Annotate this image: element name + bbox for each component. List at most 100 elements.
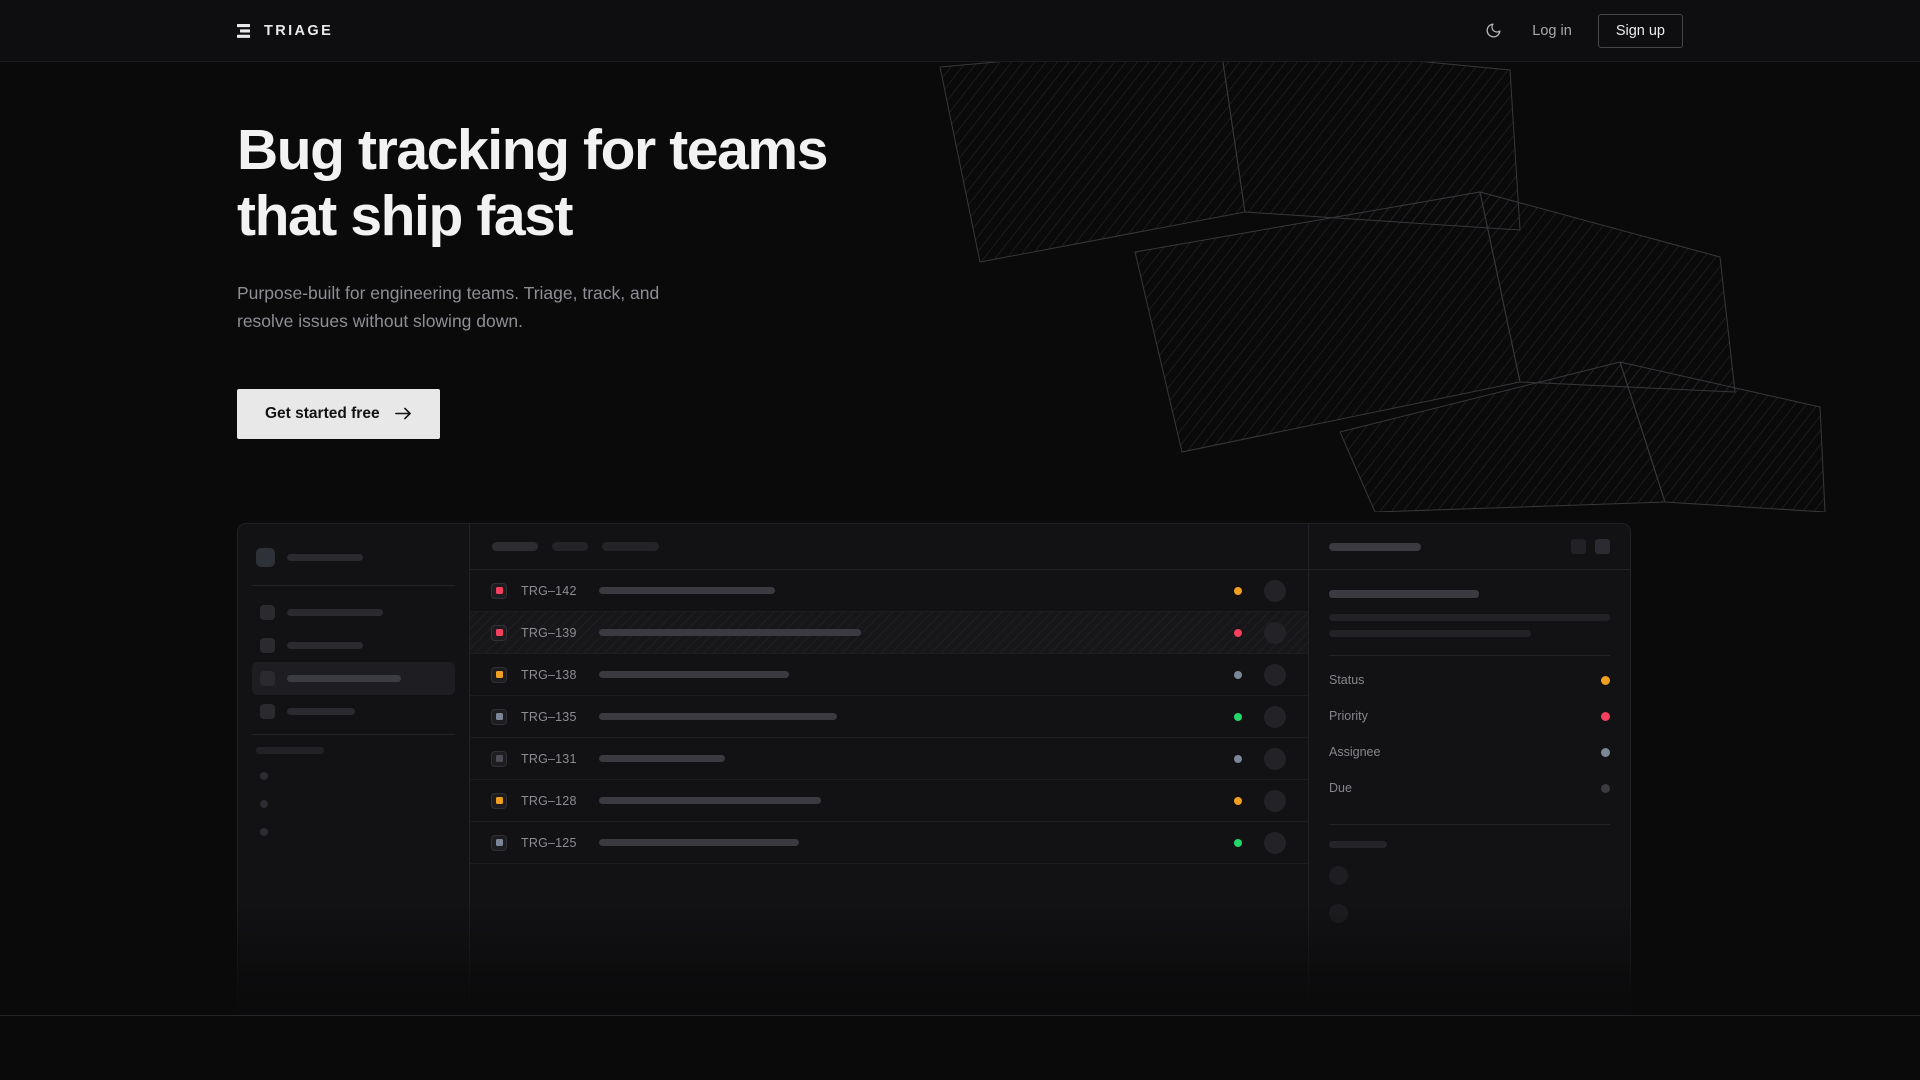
hero-heading-line-2: that ship fast (237, 183, 573, 248)
issue-title-placeholder (599, 713, 837, 720)
detail-description-line (1329, 630, 1532, 637)
priority-indicator (495, 755, 503, 762)
hero-section: Bug tracking for teams that ship fast Pu… (237, 118, 828, 439)
sidebar-item-icon (260, 638, 275, 653)
priority-indicator (495, 839, 503, 846)
get-started-button[interactable]: Get started free (237, 388, 440, 439)
section-divider (0, 1015, 1920, 1016)
issue-row[interactable]: TRG–139 (470, 612, 1308, 654)
detail-field-value-dot (1601, 747, 1610, 757)
issue-title-placeholder (599, 755, 725, 762)
workspace-avatar (256, 548, 275, 567)
signup-button[interactable]: Sign up (1597, 13, 1683, 48)
theme-toggle-button[interactable] (1480, 18, 1506, 44)
issue-row[interactable]: TRG–138 (470, 654, 1308, 696)
priority-chip[interactable] (491, 708, 507, 725)
assignee-avatar[interactable] (1264, 747, 1286, 770)
toolbar-filter-placeholder[interactable] (492, 542, 538, 551)
assignee-avatar[interactable] (1264, 831, 1286, 854)
sidebar-item-icon (260, 605, 275, 620)
detail-action-button[interactable] (1571, 539, 1586, 554)
issue-row[interactable]: TRG–131 (470, 738, 1308, 780)
issue-id: TRG–138 (521, 667, 577, 682)
sidebar-mini-dot-icon (260, 800, 268, 808)
issue-title-placeholder (599, 839, 799, 846)
issue-row[interactable]: TRG–125 (470, 822, 1308, 864)
detail-field-value-dot (1601, 711, 1610, 721)
priority-chip[interactable] (491, 834, 507, 851)
status-dot (1234, 586, 1242, 595)
priority-indicator (495, 713, 503, 720)
detail-activity-section (1329, 831, 1610, 923)
cta-label: Get started free (265, 404, 380, 422)
assignee-avatar[interactable] (1264, 621, 1286, 644)
priority-indicator (495, 671, 503, 678)
status-dot (1234, 838, 1242, 847)
sidebar-item-icon (260, 704, 275, 719)
priority-chip[interactable] (491, 792, 507, 809)
priority-chip[interactable] (491, 750, 507, 767)
issue-row[interactable]: TRG–128 (470, 780, 1308, 822)
sidebar-mini-item[interactable] (252, 790, 455, 818)
detail-issue-title-placeholder (1329, 590, 1479, 598)
sidebar-item[interactable] (252, 629, 455, 662)
detail-divider (1329, 824, 1610, 825)
detail-field-status[interactable]: Status (1329, 662, 1610, 698)
detail-field-label: Due (1329, 781, 1352, 795)
assignee-avatar[interactable] (1264, 663, 1286, 686)
toolbar-filter-placeholder[interactable] (602, 542, 659, 551)
status-dot (1234, 754, 1242, 763)
brand-logo[interactable]: TRIAGE (237, 23, 333, 39)
workspace-switcher[interactable] (252, 538, 455, 579)
sidebar-divider (252, 585, 455, 586)
sidebar-divider (252, 734, 455, 735)
sidebar-item-active[interactable] (252, 662, 455, 695)
detail-header-actions (1571, 539, 1610, 554)
issue-id: TRG–135 (521, 709, 577, 724)
priority-chip[interactable] (491, 582, 507, 599)
detail-field-label: Status (1329, 673, 1365, 687)
sidebar-mini-dot-icon (260, 828, 268, 836)
issue-title-placeholder (599, 587, 775, 594)
priority-indicator (495, 797, 503, 804)
issue-row[interactable]: TRG–142 (470, 570, 1308, 612)
sidebar-item[interactable] (252, 596, 455, 629)
login-link[interactable]: Log in (1532, 22, 1572, 39)
issue-title-placeholder (599, 797, 821, 804)
detail-field-label: Assignee (1329, 745, 1381, 759)
priority-chip[interactable] (491, 624, 507, 641)
detail-field-due[interactable]: Due (1329, 770, 1610, 806)
sidebar-item-label-placeholder (287, 675, 401, 682)
sidebar-mini-item[interactable] (252, 762, 455, 790)
activity-avatar (1329, 866, 1348, 885)
sidebar-mini-item[interactable] (252, 818, 455, 846)
status-dot (1234, 670, 1242, 679)
detail-field-value-dot (1601, 783, 1610, 793)
toolbar-filter-placeholder[interactable] (552, 542, 588, 551)
detail-action-button[interactable] (1595, 539, 1610, 554)
issue-id: TRG–125 (521, 835, 577, 850)
sidebar-item[interactable] (252, 695, 455, 728)
sidebar-section-label-placeholder (256, 747, 324, 754)
priority-chip[interactable] (491, 666, 507, 683)
detail-field-priority[interactable]: Priority (1329, 698, 1610, 734)
assignee-avatar[interactable] (1264, 789, 1286, 812)
sidebar-item-icon (260, 671, 275, 686)
hero-subtitle: Purpose-built for engineering teams. Tri… (237, 283, 660, 332)
detail-description-line (1329, 614, 1610, 621)
assignee-avatar[interactable] (1264, 579, 1286, 602)
sidebar-item-label-placeholder (287, 642, 363, 649)
moon-icon (1486, 23, 1501, 38)
assignee-avatar[interactable] (1264, 705, 1286, 728)
detail-field-assignee[interactable]: Assignee (1329, 734, 1610, 770)
issue-id: TRG–139 (521, 625, 577, 640)
status-dot (1234, 712, 1242, 721)
activity-label-placeholder (1329, 841, 1387, 848)
issue-title-placeholder (599, 671, 789, 678)
issue-row[interactable]: TRG–135 (470, 696, 1308, 738)
sidebar-mini-dot-icon (260, 772, 268, 780)
